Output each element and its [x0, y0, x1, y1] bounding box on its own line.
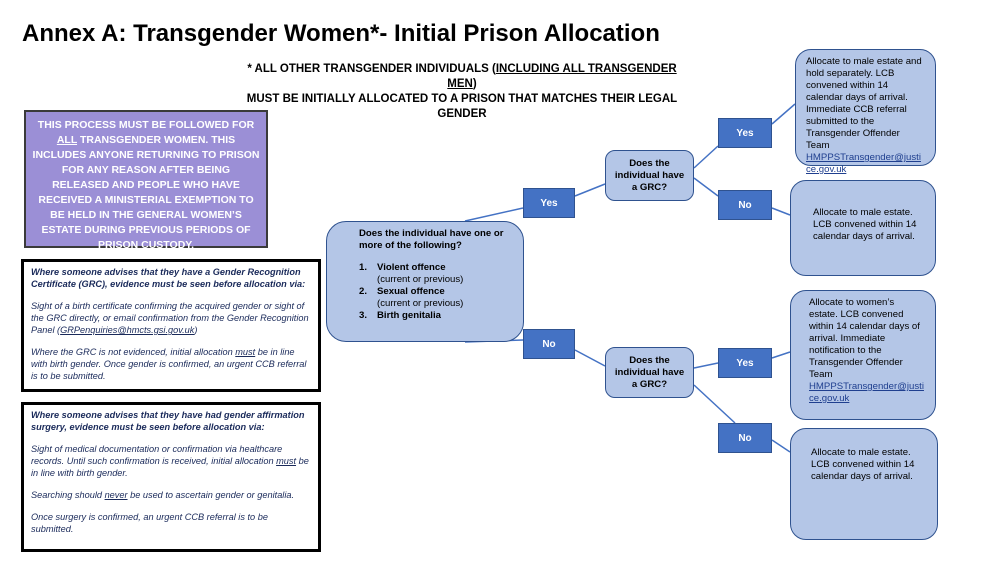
- surgery-note-paragraph-1: Sight of medical documentation or confir…: [31, 444, 309, 478]
- outcome-womens-estate: Allocate to women’s estate. LCB convened…: [790, 290, 936, 420]
- grc-note-paragraph-1: Sight of a birth certificate confirming …: [31, 301, 309, 335]
- grc-note-paragraph-2: Where the GRC is not evidenced, initial …: [31, 347, 307, 381]
- grc-question-node-lower: Does the individual have a GRC?: [605, 347, 694, 398]
- branch-label-yes: Yes: [523, 188, 575, 218]
- connector-grc-top-to-yes: [693, 145, 719, 169]
- connector-grc-top-to-no: [693, 177, 719, 197]
- offence-question-heading: Does the individual have one or more of …: [359, 228, 504, 251]
- surgery-evidence-note: Where someone advises that they have had…: [21, 402, 321, 552]
- subtitle-line-2: MUST BE INITIALLY ALLOCATED TO A PRISON …: [246, 93, 678, 120]
- page-title: Annex A: Transgender Women*- Initial Pri…: [22, 20, 660, 47]
- connector-grc-bottom-to-yes: [693, 362, 719, 369]
- subtitle-line-1: * ALL OTHER TRANSGENDER INDIVIDUALS (INC…: [247, 63, 677, 90]
- surgery-note-paragraph-3: Once surgery is confirmed, an urgent CCB…: [31, 512, 268, 534]
- branch-label-no: No: [718, 423, 772, 453]
- connector-no-top-to-out2: [771, 207, 791, 216]
- criteria-item: 1.Violent offence(current or previous): [359, 262, 464, 285]
- criteria-item: 3.Birth genitalia: [359, 310, 441, 321]
- branch-label-no: No: [718, 190, 772, 220]
- connector-yes-bottom-to-out3: [771, 351, 791, 359]
- connector-grc-bottom-to-no: [693, 384, 736, 424]
- branch-label-yes: Yes: [718, 348, 772, 378]
- branch-label-no: No: [523, 329, 575, 359]
- connector-no-bottom-to-out4: [771, 439, 791, 453]
- criteria-item: 2.Sexual offence(current or previous): [359, 286, 464, 309]
- connector-no-to-grc-bottom: [574, 349, 606, 367]
- surgery-note-paragraph-2: Searching should never be used to ascert…: [31, 490, 295, 500]
- grc-evidence-note: Where someone advises that they have a G…: [21, 259, 321, 392]
- offence-criteria-list: 1.Violent offence(current or previous) 2…: [359, 262, 513, 322]
- process-instruction-box: THIS PROCESS MUST BE FOLLOWED FOR ALL TR…: [24, 110, 268, 251]
- branch-label-yes: Yes: [718, 118, 772, 148]
- outcome-male-estate: Allocate to male estate. LCB convened wi…: [790, 180, 936, 276]
- offence-question-node: Does the individual have one or more of …: [326, 221, 524, 342]
- outcome-male-estate: Allocate to male estate. LCB convened wi…: [790, 428, 938, 540]
- transgender-team-email-link[interactable]: HMPPSTransgender@justice.gov.uk: [806, 152, 921, 175]
- grc-note-lead: Where someone advises that they have a G…: [31, 267, 306, 289]
- connector-main-to-yes: [464, 207, 524, 222]
- grc-panel-email: GRPenquiries@hmcts.gsi.gov.uk: [60, 325, 195, 335]
- connector-yes-top-to-out1: [771, 103, 796, 125]
- outcome-male-estate-separate: Allocate to male estate and hold separat…: [795, 49, 936, 175]
- connector-yes-to-grc-top: [574, 183, 606, 197]
- transgender-team-email-link[interactable]: HMPPSTransgender@justice.gov.uk: [809, 381, 924, 404]
- subtitle: * ALL OTHER TRANSGENDER INDIVIDUALS (INC…: [232, 62, 692, 122]
- grc-question-node-upper: Does the individual have a GRC?: [605, 150, 694, 201]
- surgery-note-lead: Where someone advises that they have had…: [31, 410, 305, 432]
